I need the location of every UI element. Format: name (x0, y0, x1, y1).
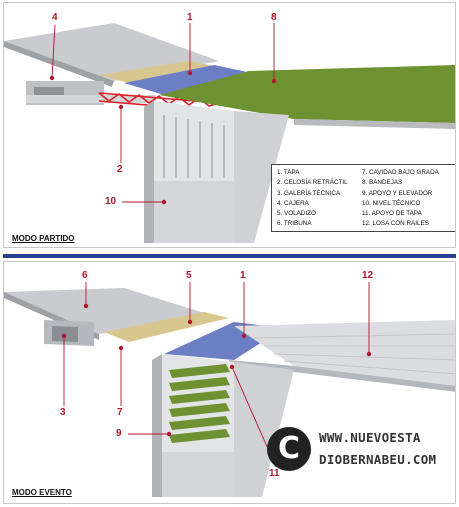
callout-11: 11 (269, 468, 280, 479)
modo-evento-illustration (4, 282, 455, 497)
legend-item-11: 11. APOYO DE TAPA (362, 210, 422, 218)
mode-label-evento: MODO EVENTO (12, 488, 72, 497)
legend-item-1: 1. TAPA (277, 169, 300, 176)
cajera-beam (26, 95, 156, 103)
tribuna-slab-edge (4, 41, 114, 87)
legend-item-3: 3. GALERÍA TÉCNICA (277, 189, 341, 197)
legend-item-10: 10. NIVEL TÉCNICO (362, 199, 421, 207)
pit-right-wall (234, 362, 294, 497)
callout-8: 8 (271, 12, 277, 23)
pit-left-wall (144, 101, 154, 243)
voladizo-surface (104, 312, 229, 342)
callout-3: 3 (60, 407, 66, 418)
legend-item-6: 6. TRIBUNA (277, 220, 312, 228)
copyright-logo-icon: C (267, 427, 311, 471)
pit-floor (162, 452, 234, 497)
legend-item-2: 2. CELOSÍA RETRÁCTIL (277, 179, 348, 187)
pit-floor (154, 181, 234, 243)
galeria-opening (52, 326, 78, 342)
callout-1: 1 (187, 12, 193, 23)
watermark-line-1: WWW.NUEVOESTA (319, 430, 421, 445)
pit-racks (163, 115, 225, 178)
callout-4: 4 (52, 12, 58, 23)
legend-item-8: 8. BANDEJAS (362, 179, 403, 187)
rail-slab-front (229, 360, 455, 392)
callout-6: 6 (82, 270, 88, 281)
pitch-edge (294, 119, 455, 129)
legend-item-12: 12. LOSA CON RAILES (362, 220, 429, 228)
legend-item-9: 9. APOYO Y ELEVADOR (362, 189, 433, 197)
rails (253, 333, 455, 375)
pit-right-wall (234, 111, 289, 243)
callout-10: 10 (105, 196, 117, 207)
legend-box: 1. TAPA 2. CELOSÍA RETRÁCTIL 3. GALERÍA … (271, 164, 455, 232)
bandejas-pitch (159, 65, 455, 123)
tapa-surface (124, 65, 252, 95)
watermark-line-2: DIOBERNABEU.COM (319, 452, 437, 467)
callout-2: 2 (117, 164, 123, 175)
pit-left-wall (152, 354, 162, 497)
callout-5: 5 (186, 270, 192, 281)
legend-item-5: 5. VOLADIZO (277, 210, 316, 218)
callout-1: 1 (240, 270, 246, 281)
legend-item-4: 4. CAJERA (277, 199, 309, 207)
legend-item-7: 7. CAVIDAD BAJO GRADA (362, 169, 439, 176)
voladizo-surface (99, 61, 219, 83)
watermark: C WWW.NUEVOESTA DIOBERNABEU.COM (267, 424, 453, 476)
section-divider (3, 254, 456, 258)
callout-12: 12 (362, 270, 374, 281)
modo-partido-panel: 4 1 8 2 10 1. TAPA 2. CELOSÍA RETRÁCTIL … (3, 2, 456, 248)
bandejas-stack (169, 364, 230, 443)
modo-partido-illustration (4, 23, 455, 243)
callout-9: 9 (116, 428, 122, 439)
mode-label-partido: MODO PARTIDO (12, 234, 75, 243)
modo-evento-panel: 6 5 1 12 3 7 9 11 MODO EVENTO (3, 261, 456, 504)
callout-7: 7 (117, 407, 123, 418)
